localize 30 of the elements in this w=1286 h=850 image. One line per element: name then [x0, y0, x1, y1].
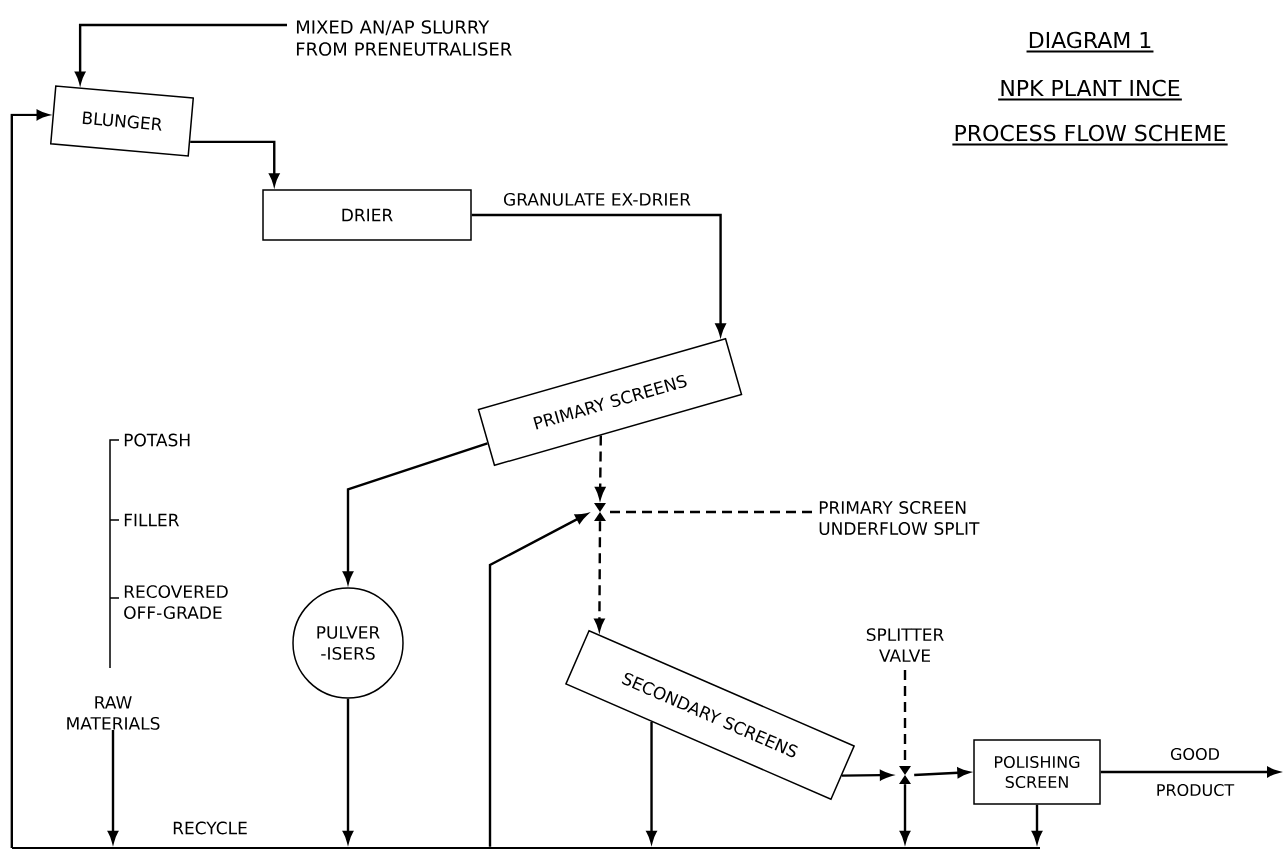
arrow — [842, 770, 893, 781]
callout-text: SPLITTER VALVE — [866, 628, 944, 662]
line-label: RECYCLE — [173, 821, 247, 835]
arrow — [595, 435, 606, 500]
arrow — [342, 698, 354, 844]
arrow — [107, 730, 119, 844]
process-box: DRIER — [262, 189, 472, 241]
flow-text: RAW MATERIALS — [67, 696, 160, 730]
arrow — [899, 784, 911, 844]
recycle-line — [12, 847, 1040, 849]
title-text: DIAGRAM 1 — [1025, 31, 1155, 53]
title-text: PROCESS FLOW SCHEME — [951, 124, 1229, 146]
edge-label: GRANULATE EX-DRIER — [502, 191, 692, 207]
arrow — [190, 140, 280, 186]
process-box: POLISHING SCREEN — [973, 739, 1101, 805]
material-label: RECOVERED OFF-GRADE — [124, 585, 228, 620]
arrow — [914, 767, 970, 778]
valve-symbol — [899, 766, 911, 784]
arrow — [1100, 766, 1280, 778]
arrow — [342, 442, 488, 584]
valve-symbol — [594, 503, 606, 521]
callout-text: PRIMARY SCREEN UNDERFLOW SPLIT — [819, 501, 980, 535]
arrow — [10, 109, 49, 848]
arrow — [488, 513, 588, 847]
flow-text: MIXED AN/AP SLURRY FROM PRENEUTRALISER — [297, 20, 512, 56]
material-label: FILLER — [124, 513, 179, 527]
edge-label: GOOD PRODUCT — [1157, 747, 1235, 797]
arrow — [1031, 804, 1043, 844]
material-label: POTASH — [124, 433, 190, 447]
title-text: NPK PLANT INCE — [997, 79, 1183, 101]
